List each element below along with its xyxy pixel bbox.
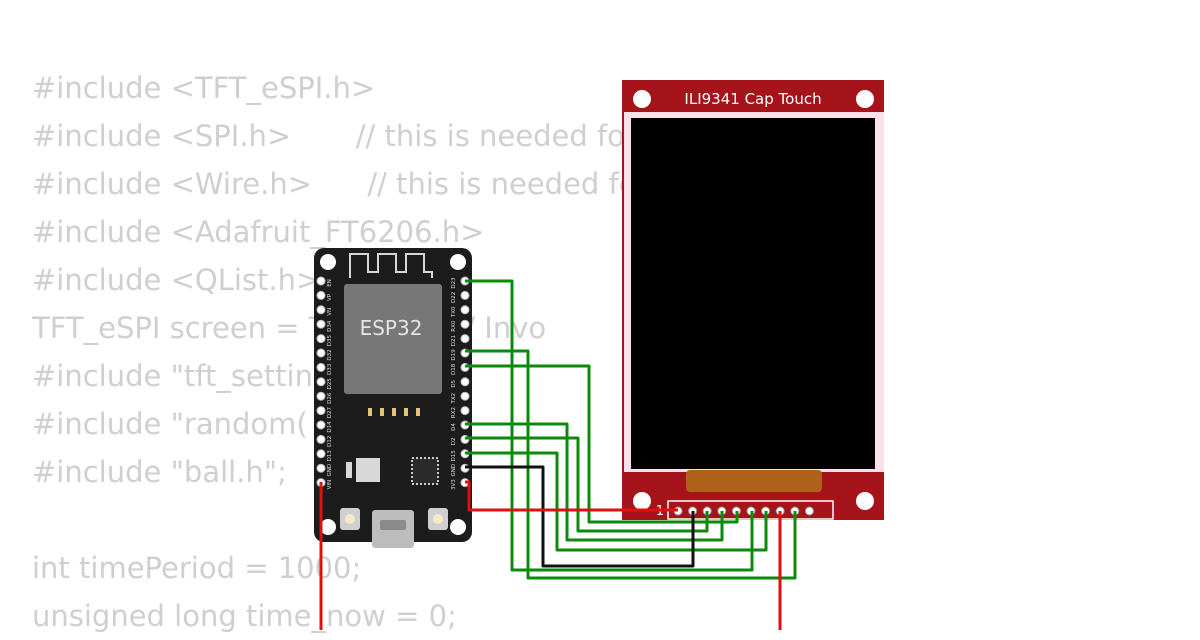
pin-d33[interactable] [316, 362, 326, 372]
mount-hole-icon [450, 254, 466, 270]
pin-label: D23 [451, 277, 457, 289]
display-screen[interactable] [631, 118, 875, 469]
code-line: unsigned long time_now = 0; [32, 599, 457, 633]
pin-label: TX0 [451, 306, 457, 318]
wire-d15[interactable] [465, 451, 768, 552]
pin-label: D32 [327, 349, 333, 360]
code-line: TFT_eSPI screen = T // Invo [32, 311, 547, 345]
module-castellations [368, 408, 420, 416]
code-line: int timePeriod = 1000; [32, 551, 362, 585]
pin-label: VIN [327, 480, 333, 490]
pin-rx0[interactable] [460, 319, 470, 329]
pin-label: RX2 [451, 407, 457, 418]
chip-label: ESP32 [360, 316, 423, 340]
pin-label: GND [327, 464, 333, 477]
mount-hole-icon [320, 519, 336, 535]
esp32-board[interactable]: ESP32 ENVPVND34D35D32D33D25D26D27D14D12D… [314, 248, 472, 548]
pin-d27[interactable] [316, 406, 326, 416]
pin-d25[interactable] [316, 377, 326, 387]
pin-d26[interactable] [316, 391, 326, 401]
pin-label: D15 [451, 450, 457, 462]
wire-d2[interactable] [465, 436, 709, 533]
display-pin[interactable] [804, 506, 814, 516]
wires [319, 279, 797, 630]
usb-chip [411, 457, 439, 485]
mount-hole-icon [320, 254, 336, 270]
pin-d5[interactable] [460, 377, 470, 387]
pin-d34[interactable] [316, 319, 326, 329]
pin-label: D5 [451, 379, 457, 387]
pin-label: RX0 [451, 320, 457, 332]
mount-hole-icon [633, 90, 651, 108]
pin-label: D2 [451, 438, 457, 446]
pin-d14[interactable] [316, 420, 326, 430]
code-line: #include <QList.h> [32, 263, 321, 297]
code-background: #include <TFT_eSPI.h> #include <SPI.h> //… [32, 64, 636, 640]
pin-tx0[interactable] [460, 305, 470, 315]
pin-label: TX2 [451, 393, 457, 405]
code-line: #include <SPI.h> // this is needed fo [32, 119, 625, 153]
pin-label: D12 [327, 436, 333, 447]
pin-tx2[interactable] [460, 391, 470, 401]
boot-button-cap-icon [433, 514, 443, 524]
pin-d13[interactable] [316, 449, 326, 459]
code-line: #include <TFT_eSPI.h> [32, 71, 376, 105]
pin-rx2[interactable] [460, 406, 470, 416]
pin-label: D33 [327, 363, 333, 375]
pin-d21[interactable] [460, 334, 470, 344]
pin-label: D4 [451, 423, 457, 431]
wire-3v3[interactable] [465, 480, 678, 512]
pin-label: D35 [327, 334, 333, 346]
pin-label: VN [327, 308, 333, 316]
wire-d19[interactable] [465, 349, 797, 580]
pin-label: D19 [451, 349, 457, 361]
pin-label: D14 [327, 421, 333, 433]
pin-label: VP [327, 293, 333, 301]
mount-hole-icon [633, 492, 651, 510]
code-line: #include "ball.h"; [32, 455, 287, 489]
wire-gnd[interactable] [465, 465, 695, 568]
pin-d35[interactable] [316, 334, 326, 344]
pin-gnd[interactable] [316, 463, 326, 473]
voltage-regulator [346, 458, 380, 482]
pin-en[interactable] [316, 276, 326, 286]
wire-d4[interactable] [465, 422, 724, 542]
code-line: #include "random( [32, 407, 308, 441]
pin-label: D34 [327, 320, 333, 332]
pin-label: D22 [451, 292, 457, 303]
flex-ribbon [686, 470, 822, 492]
code-line: #include "tft_settin [32, 359, 313, 393]
pin-vn[interactable] [316, 305, 326, 315]
wire-d18[interactable] [465, 364, 739, 524]
pin-label: GND [451, 464, 457, 477]
pin-label: 3V3 [451, 479, 457, 490]
mount-hole-icon [856, 90, 874, 108]
pin-label: EN [327, 279, 333, 287]
esp32-module [344, 284, 442, 394]
code-line: #include <Adafruit_FT6206.h> [32, 215, 485, 249]
ili9341-display[interactable]: ILI9341 Cap Touch 1 [622, 80, 884, 520]
pin-label: D25 [327, 378, 333, 390]
usb-socket [380, 520, 406, 530]
pin-label: D26 [327, 392, 333, 404]
display-title: ILI9341 Cap Touch [684, 90, 821, 108]
antenna-trace [349, 253, 433, 278]
en-button-cap-icon [345, 514, 355, 524]
pin-label: D27 [327, 406, 333, 418]
pin-label: D18 [451, 363, 457, 375]
pin-d12[interactable] [316, 434, 326, 444]
pin-label: D13 [327, 450, 333, 462]
pin-d32[interactable] [316, 348, 326, 358]
mount-hole-icon [856, 492, 874, 510]
pin-vp[interactable] [316, 290, 326, 300]
mount-hole-icon [450, 519, 466, 535]
pin-d22[interactable] [460, 290, 470, 300]
pin-label: D21 [451, 335, 457, 346]
